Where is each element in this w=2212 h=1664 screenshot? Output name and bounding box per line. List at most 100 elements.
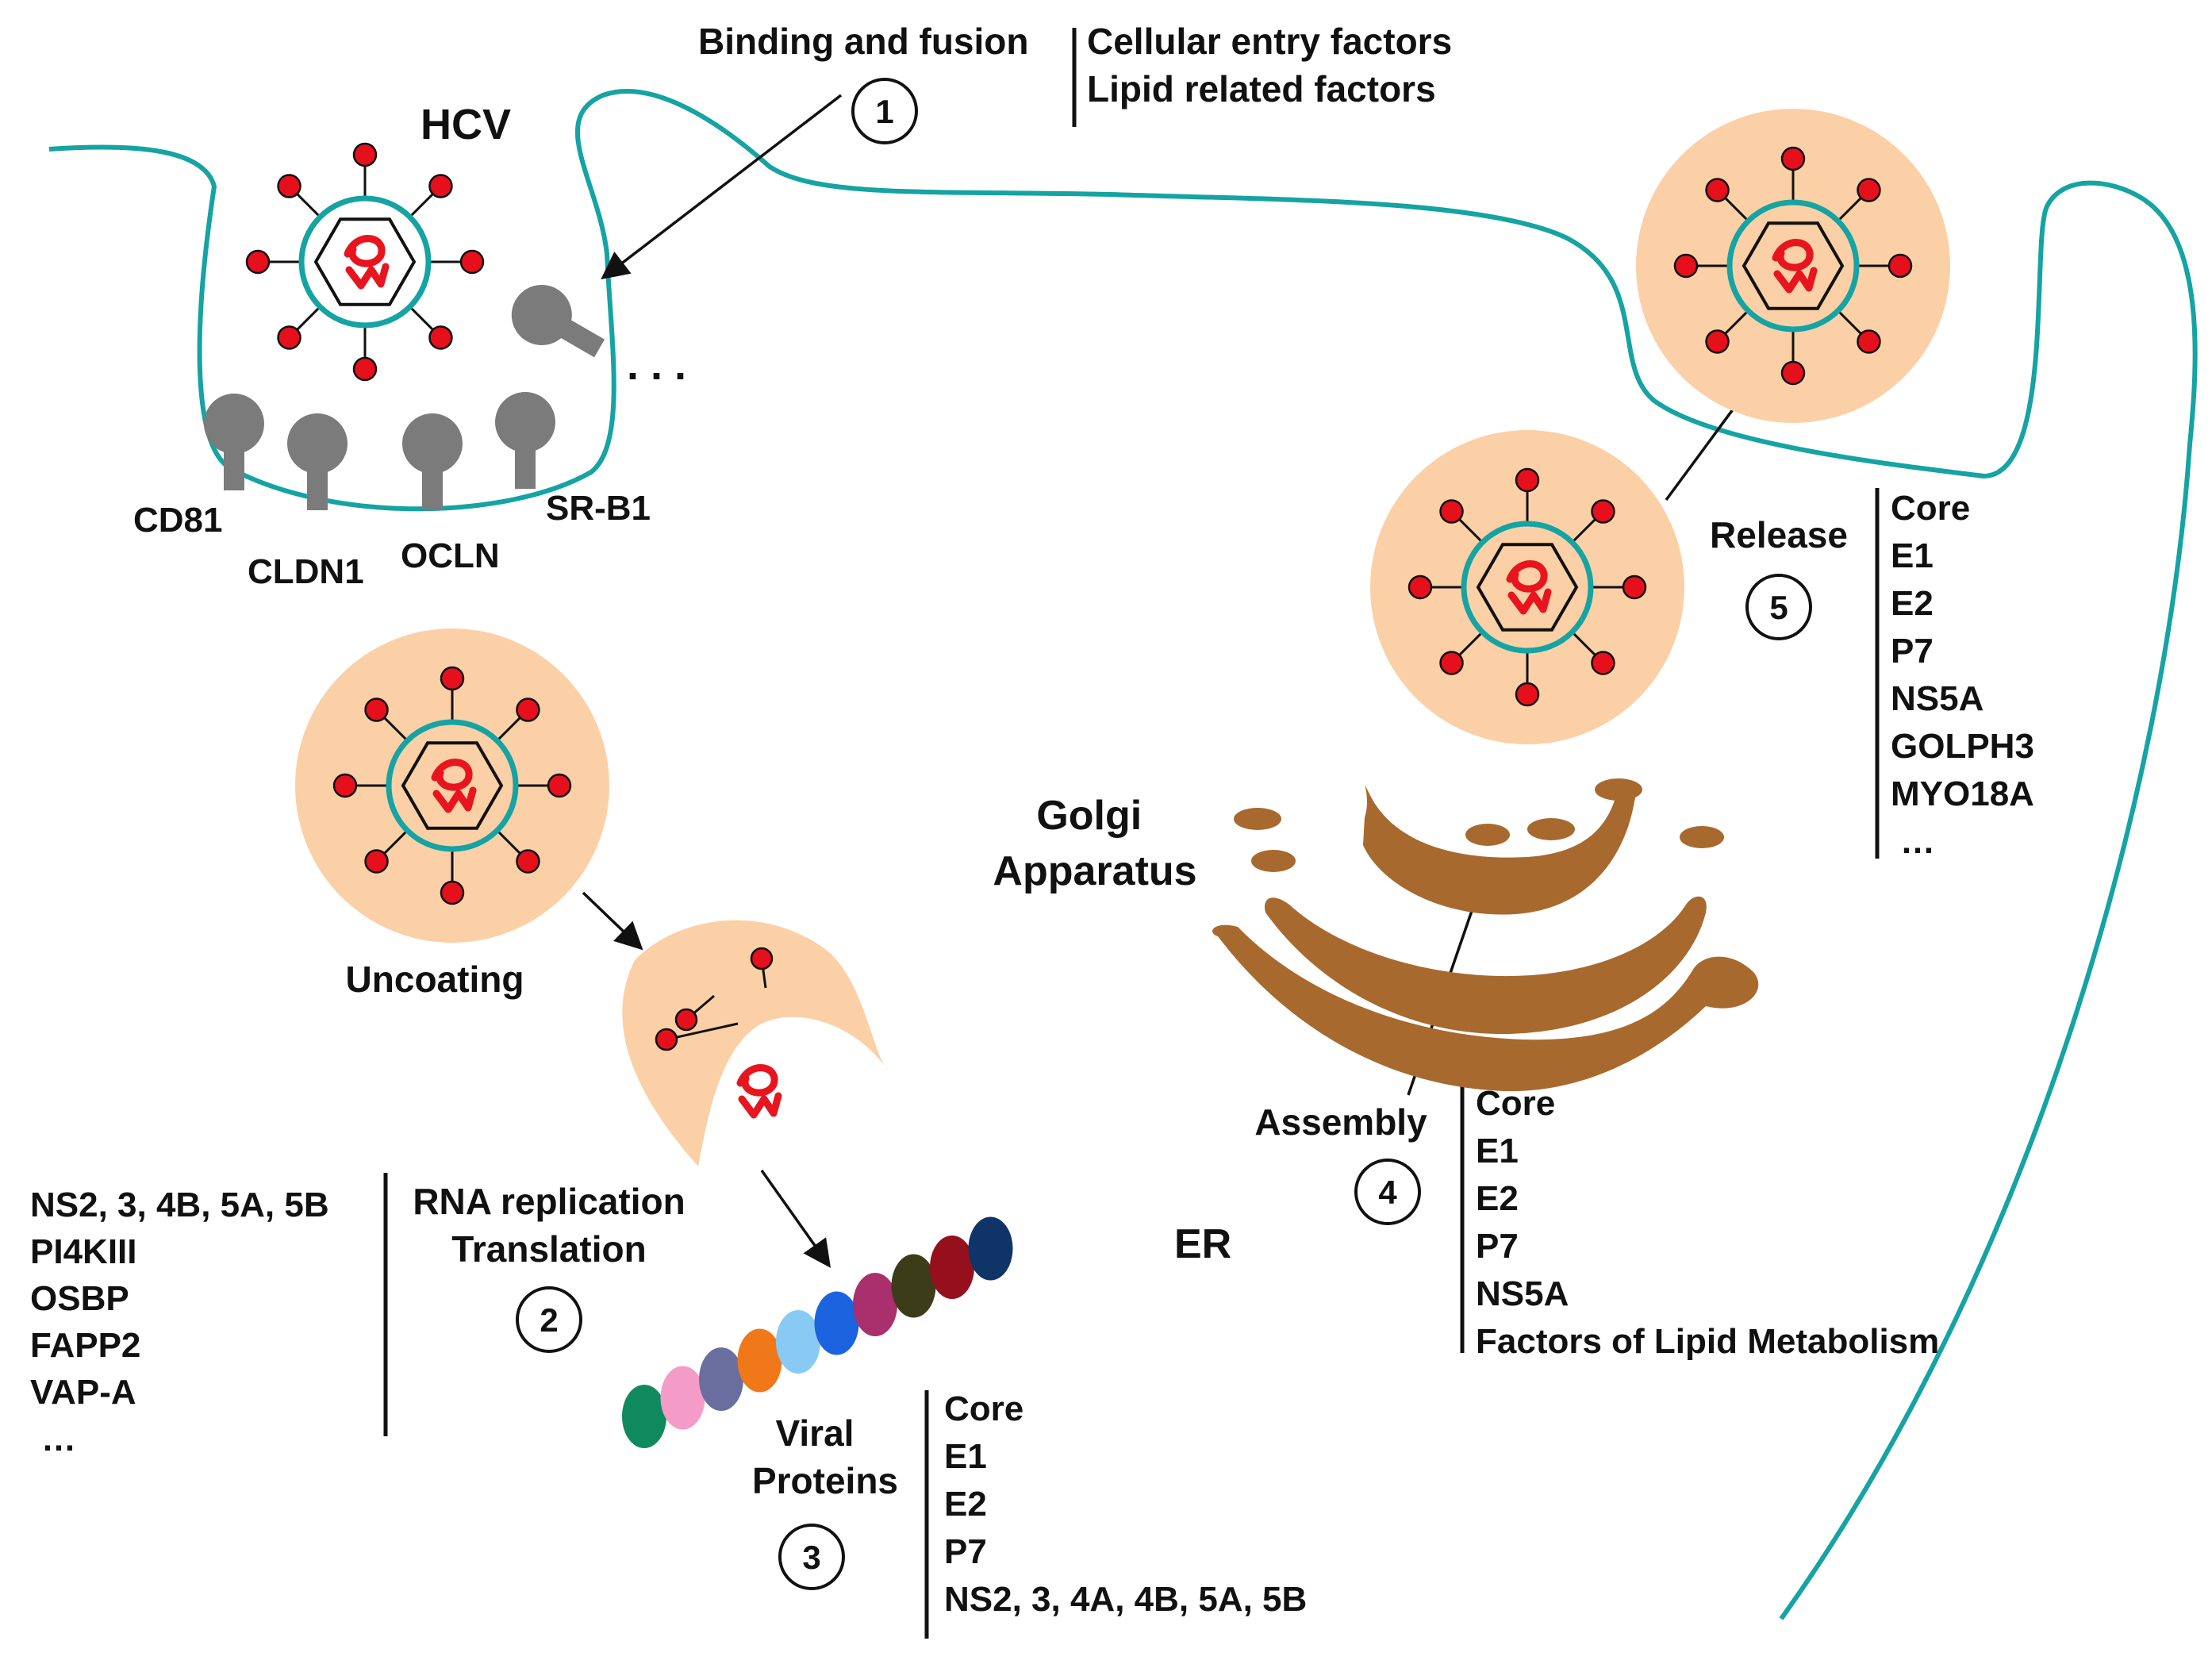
- step3-factor: E1: [944, 1437, 987, 1476]
- step4-factor: E1: [1476, 1132, 1519, 1170]
- step1-title: Binding and fusion: [698, 21, 1029, 62]
- capsid: [1742, 221, 1845, 310]
- viral-rna-icon: [1772, 239, 1818, 294]
- receptor-unknown: [511, 285, 605, 358]
- envelope-spike: [1857, 329, 1881, 354]
- envelope-spike: [245, 249, 271, 275]
- envelope-spike: [352, 356, 378, 382]
- envelope-spike: [1439, 499, 1464, 524]
- viral-protein-bead: [660, 1366, 705, 1430]
- step2-number-badge: 2: [516, 1286, 582, 1353]
- envelope-spike: [1591, 499, 1615, 524]
- receptor-label-srb1: SR-B1: [546, 489, 651, 528]
- golgi-vesicle: [1595, 778, 1642, 801]
- step5-factor: E2: [1891, 584, 1934, 623]
- capsid: [401, 741, 504, 830]
- envelope-spike: [1887, 253, 1913, 279]
- viral-protein-bead: [853, 1273, 897, 1336]
- golgi-label-line2: Apparatus: [993, 848, 1196, 894]
- uncoating-arrow: [582, 891, 643, 951]
- envelope-spike: [277, 174, 301, 198]
- step1-number: 1: [875, 93, 893, 130]
- step3-factor: E2: [944, 1485, 987, 1524]
- envelope-spike: [516, 849, 540, 874]
- golgi-vesicle: [1527, 818, 1575, 840]
- golgi-apparatus: [1212, 778, 1759, 1092]
- envelope-spike: [674, 1008, 698, 1032]
- step2-factor: VAP-A: [30, 1373, 136, 1412]
- envelope-spike: [1705, 178, 1730, 202]
- viral-rna-icon: [431, 759, 477, 813]
- envelope-spike: [547, 773, 572, 798]
- envelope-spike: [1407, 575, 1433, 600]
- receptor-label-ocln: OCLN: [401, 536, 500, 575]
- step2-title: RNA replication: [413, 1181, 685, 1222]
- step3-factor: Core: [944, 1389, 1023, 1428]
- step2-factor: …: [41, 1420, 76, 1458]
- step5-title: Release: [1710, 514, 1848, 555]
- envelope-spike: [459, 249, 485, 275]
- step2-factor: PI4KIII: [30, 1232, 137, 1271]
- step4-title: Assembly: [1254, 1101, 1427, 1143]
- golgi-cisterna: [1265, 896, 1707, 1035]
- step3-factor: P7: [944, 1532, 987, 1571]
- envelope-spike: [516, 697, 540, 722]
- receptor-group: [204, 285, 605, 510]
- viral-protein-bead: [891, 1254, 936, 1318]
- viral-protein-bead: [699, 1347, 743, 1411]
- receptor-ellipsis: . . .: [627, 341, 686, 389]
- uncoating-crescent: [622, 920, 889, 1166]
- receptor-cldn1: [287, 413, 348, 510]
- viral-protein-bead: [776, 1310, 820, 1374]
- envelope-spike: [750, 947, 774, 970]
- golgi-cisterna: [1363, 782, 1636, 915]
- golgi-vesicle: [1251, 850, 1296, 872]
- golgi-vesicle: [1680, 826, 1724, 848]
- uncoating-label: Uncoating: [346, 959, 524, 1000]
- step2-number: 2: [540, 1301, 558, 1339]
- step3-title: Proteins: [752, 1460, 898, 1501]
- envelope-spike: [1705, 329, 1730, 354]
- envelope-spike: [1857, 178, 1881, 202]
- envelope-spike: [428, 325, 453, 350]
- step4-factor: NS5A: [1476, 1274, 1569, 1313]
- golgi-cisterna: [1212, 924, 1759, 1092]
- golgi-label-line1: Golgi: [1036, 793, 1142, 839]
- step5-number: 5: [1769, 589, 1788, 626]
- step4-factor: P7: [1476, 1227, 1519, 1266]
- step2-factor: OSBP: [30, 1279, 129, 1318]
- envelope-spike: [428, 174, 453, 198]
- hcv-label: HCV: [421, 101, 511, 148]
- viral-protein-bead: [814, 1291, 859, 1355]
- step2-factor: NS2, 3, 4B, 5A, 5B: [30, 1186, 329, 1224]
- envelope-spike: [440, 880, 465, 905]
- step3-factor: NS2, 3, 4A, 4B, 5A, 5B: [944, 1580, 1307, 1619]
- receptor-srb1: [495, 392, 555, 489]
- step5-factor: E1: [1891, 536, 1934, 575]
- envelope-spike: [1591, 651, 1615, 675]
- golgi-vesicle: [1465, 824, 1510, 846]
- step3-number: 3: [802, 1539, 820, 1576]
- capsid: [1476, 543, 1579, 632]
- translation-arrow: [760, 1169, 831, 1268]
- step2-title: Translation: [451, 1228, 646, 1270]
- step1-number-badge: 1: [851, 78, 918, 144]
- receptor-ocln: [402, 413, 463, 510]
- step2-factor: FAPP2: [30, 1326, 140, 1365]
- viral-protein-chain: [622, 1216, 1013, 1448]
- receptor-cd81: [204, 394, 264, 490]
- step4-number-badge: 4: [1354, 1159, 1421, 1225]
- envelope-spike: [364, 849, 389, 874]
- step5-factor: …: [1900, 822, 1935, 861]
- envelope-spike: [1515, 467, 1540, 493]
- entry-arrow: [601, 94, 843, 280]
- envelope-spike: [1780, 360, 1806, 386]
- viral-rna-icon: [1506, 560, 1552, 615]
- step5-factor: Core: [1891, 489, 1970, 528]
- uncoating-contents: [655, 947, 782, 1119]
- virion-group: [245, 109, 1950, 943]
- step5-factor: NS5A: [1891, 679, 1984, 718]
- receptor-label-cldn1: CLDN1: [248, 552, 364, 591]
- hcv-virion-assembled: [1370, 430, 1684, 744]
- golgi-label: Golgi Apparatus: [993, 793, 1196, 894]
